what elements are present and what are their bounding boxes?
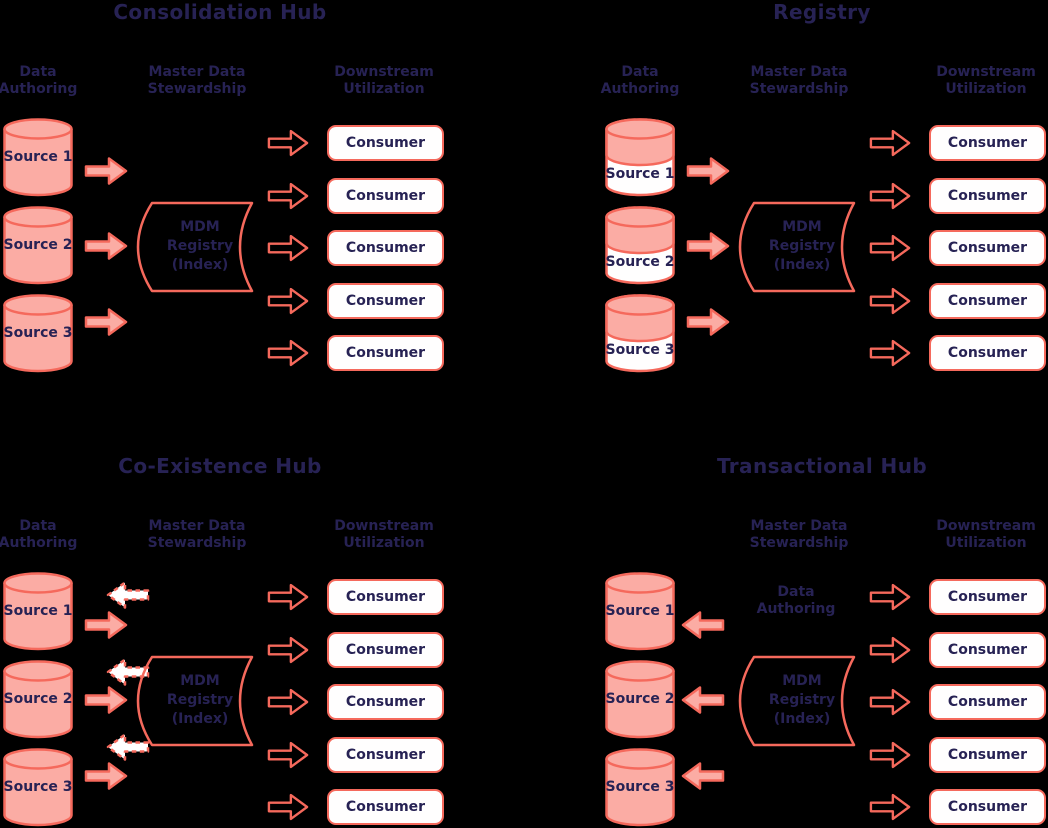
publish-arrow-icon: [267, 129, 309, 157]
consumer-box: Consumer: [929, 737, 1046, 773]
publish-arrow-icon: [869, 234, 911, 262]
diagram-title: Consolidation Hub: [113, 0, 327, 24]
source-label: Source 1: [3, 149, 73, 165]
column-header-data-authoring: Data Authoring: [600, 64, 680, 97]
consumer-box: Consumer: [327, 125, 444, 161]
diagram-title: Co-Existence Hub: [118, 454, 322, 478]
consumer-box: Consumer: [327, 789, 444, 825]
publish-arrow-icon: [267, 688, 309, 716]
publish-arrow-icon: [869, 583, 911, 611]
co-existence-hub-diagram: Co-Existence Hub Data Authoring Master D…: [0, 454, 524, 828]
database-cylinder-partial-icon: [605, 118, 675, 197]
consumer-box: Consumer: [929, 178, 1046, 214]
source-label: Source 2: [605, 254, 675, 270]
column-header-downstream-utilization: Downstream Utilization: [334, 64, 434, 97]
source-label: Source 1: [605, 166, 675, 182]
column-header-master-data-stewardship: Master Data Stewardship: [147, 518, 247, 551]
publish-arrow-icon: [267, 287, 309, 315]
consumer-box: Consumer: [327, 579, 444, 615]
source-label: Source 3: [605, 342, 675, 358]
column-header-data-authoring: Data Authoring: [0, 64, 78, 97]
publish-arrow-icon: [267, 339, 309, 367]
publish-arrow-icon: [267, 583, 309, 611]
consumer-box: Consumer: [327, 632, 444, 668]
consumer-box: Consumer: [327, 737, 444, 773]
sync-back-arrow-icon: [106, 581, 150, 609]
flow-arrow-right-icon: [84, 157, 128, 185]
consumer-box: Consumer: [929, 125, 1046, 161]
consumer-box: Consumer: [929, 283, 1046, 319]
flow-arrow-right-icon: [84, 308, 128, 336]
transactional-hub-diagram: Transactional Hub Master Data Stewardshi…: [602, 454, 1048, 828]
publish-arrow-icon: [869, 741, 911, 769]
publish-arrow-icon: [267, 182, 309, 210]
column-header-master-data-stewardship: Master Data Stewardship: [147, 64, 247, 97]
consumer-box: Consumer: [327, 283, 444, 319]
consumer-box: Consumer: [929, 632, 1046, 668]
flow-arrow-left-icon: [681, 762, 725, 790]
column-header-master-data-stewardship: Master Data Stewardship: [749, 64, 849, 97]
consumer-box: Consumer: [327, 178, 444, 214]
consumer-box: Consumer: [327, 335, 444, 371]
column-header-master-data-stewardship: Master Data Stewardship: [749, 518, 849, 551]
source-label: Source 2: [3, 237, 73, 253]
consumer-box: Consumer: [929, 684, 1046, 720]
source-label: Source 1: [3, 603, 73, 619]
flow-arrow-right-icon: [686, 157, 730, 185]
publish-arrow-icon: [267, 741, 309, 769]
mdm-registry-label: MDM Registry (Index): [768, 673, 836, 727]
flow-arrow-right-icon: [686, 308, 730, 336]
consumer-box: Consumer: [929, 230, 1046, 266]
publish-arrow-icon: [869, 793, 911, 821]
mdm-registry-label: MDM Registry (Index): [166, 673, 234, 727]
source-label: Source 3: [605, 779, 675, 795]
mdm-registry-label: MDM Registry (Index): [166, 219, 234, 273]
consumer-box: Consumer: [327, 230, 444, 266]
mdm-registry-label: MDM Registry (Index): [768, 219, 836, 273]
consumer-box: Consumer: [929, 579, 1046, 615]
flow-arrow-right-icon: [84, 611, 128, 639]
publish-arrow-icon: [267, 234, 309, 262]
source-label: Source 3: [3, 779, 73, 795]
flow-arrow-left-icon: [681, 686, 725, 714]
column-header-data-authoring: Data Authoring: [0, 518, 78, 551]
source-label: Source 2: [3, 691, 73, 707]
publish-arrow-icon: [869, 636, 911, 664]
database-cylinder-partial-icon: [605, 206, 675, 285]
source-label: Source 3: [3, 325, 73, 341]
flow-arrow-right-icon: [84, 762, 128, 790]
source-label: Source 1: [605, 603, 675, 619]
publish-arrow-icon: [869, 129, 911, 157]
data-authoring-label: Data Authoring: [756, 584, 836, 617]
publish-arrow-icon: [267, 636, 309, 664]
column-header-downstream-utilization: Downstream Utilization: [334, 518, 434, 551]
consumer-box: Consumer: [929, 789, 1046, 825]
diagram-title: Registry: [773, 0, 871, 24]
publish-arrow-icon: [869, 339, 911, 367]
consumer-box: Consumer: [929, 335, 1046, 371]
database-cylinder-partial-icon: [605, 294, 675, 373]
column-header-downstream-utilization: Downstream Utilization: [936, 518, 1036, 551]
consolidation-hub-diagram: Consolidation Hub Data Authoring Master …: [0, 0, 524, 414]
publish-arrow-icon: [869, 287, 911, 315]
publish-arrow-icon: [869, 182, 911, 210]
column-header-downstream-utilization: Downstream Utilization: [936, 64, 1036, 97]
consumer-box: Consumer: [327, 684, 444, 720]
registry-diagram: Registry Data Authoring Master Data Stew…: [600, 0, 1048, 414]
diagram-title: Transactional Hub: [716, 454, 928, 478]
flow-arrow-left-icon: [681, 611, 725, 639]
source-label: Source 2: [605, 691, 675, 707]
publish-arrow-icon: [267, 793, 309, 821]
publish-arrow-icon: [869, 688, 911, 716]
